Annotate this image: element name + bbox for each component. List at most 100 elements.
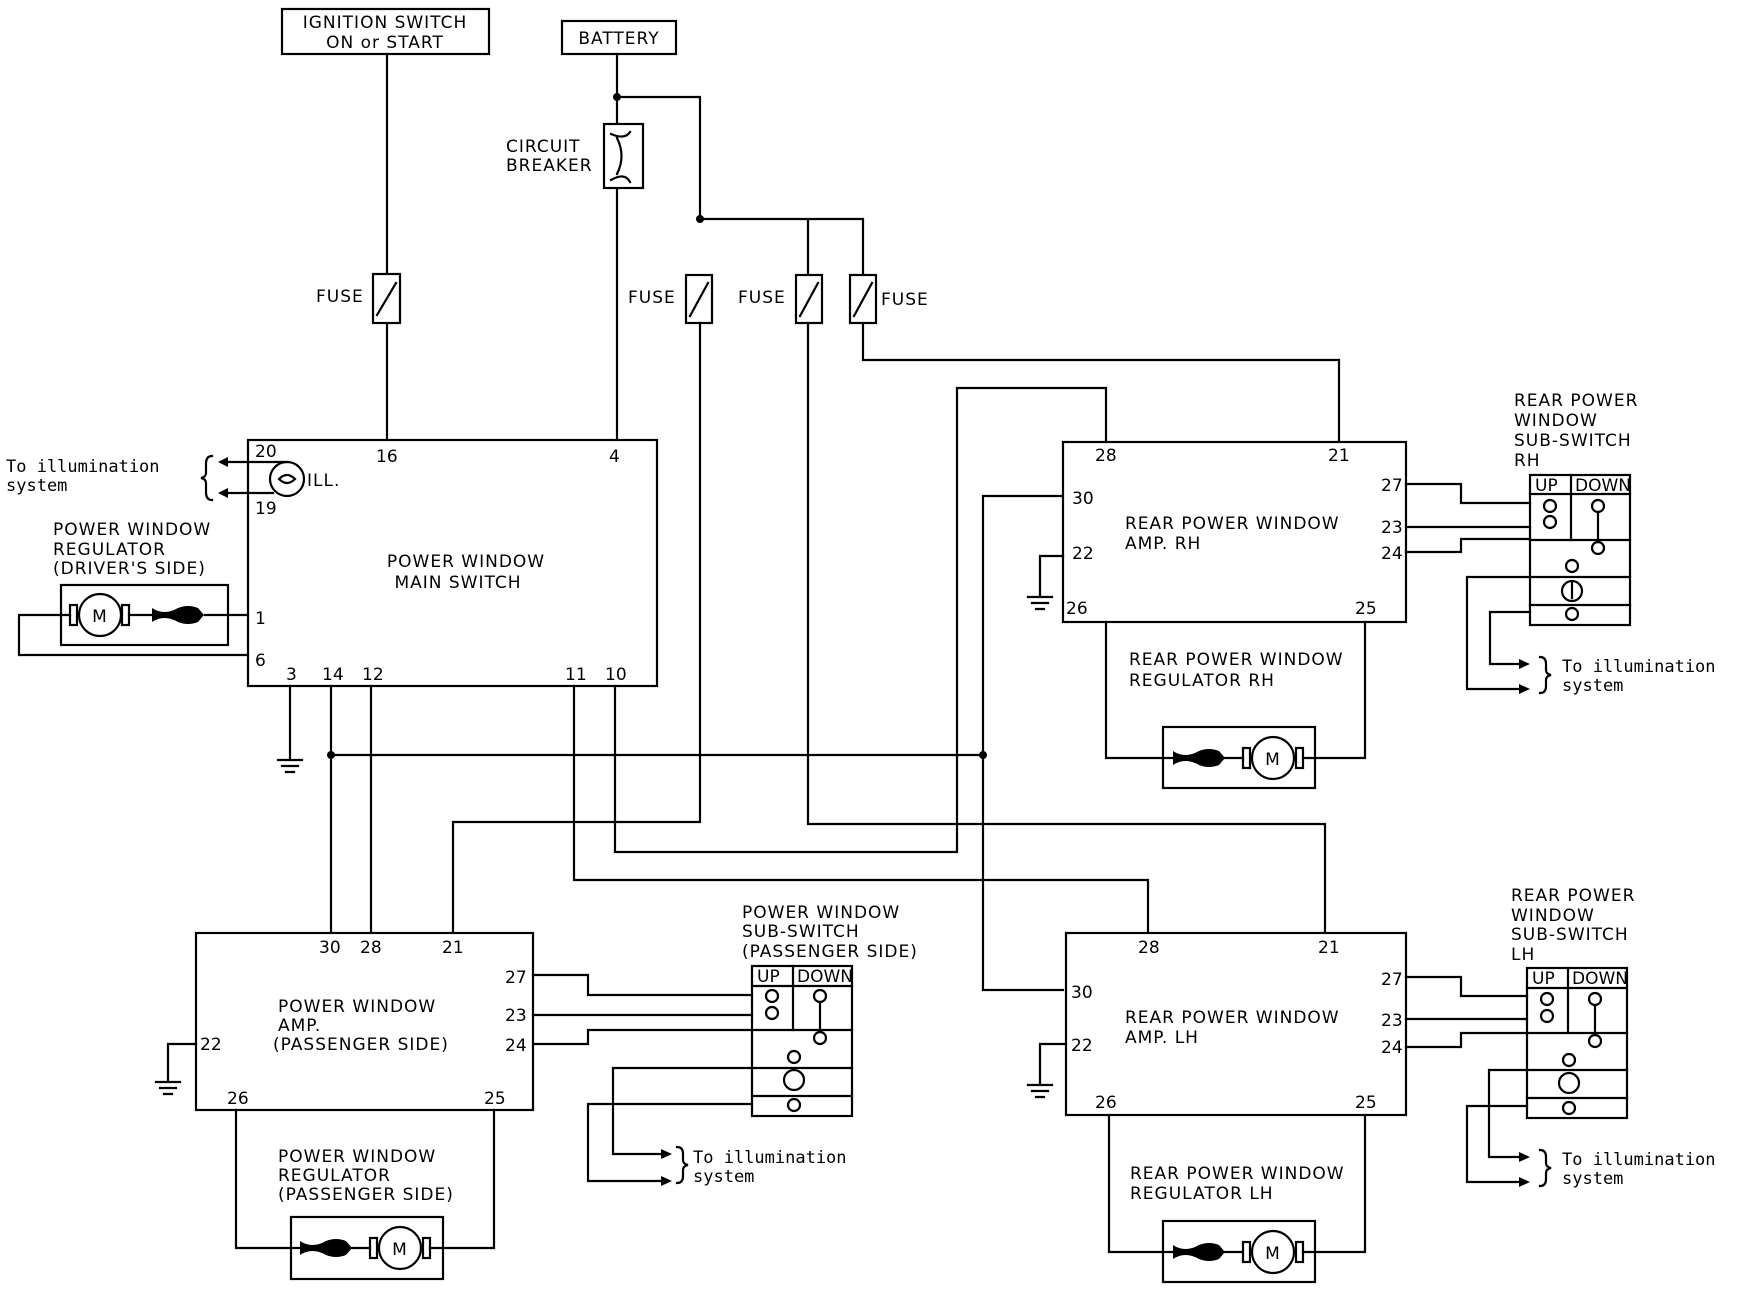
diagram-label: UP	[1535, 476, 1558, 496]
diagram-label: UP	[1532, 969, 1555, 989]
diagram-label: REGULATOR	[278, 1166, 391, 1186]
diagram-label: To illumination	[1562, 657, 1716, 677]
passenger-subswitch: POWER WINDOW SUB-SWITCH (PASSENGER SIDE)…	[742, 903, 918, 1118]
diagram-label: POWER WINDOW	[387, 552, 545, 572]
diagram-label: SUB-SWITCH	[1511, 925, 1629, 945]
diagram-label: 12	[362, 665, 384, 685]
diagram-label: 27	[1381, 970, 1403, 990]
rear-amp-rh: REAR POWER WINDOW AMP. RH 28 21 30 22 27…	[1061, 440, 1408, 624]
diagram-label: To illumination	[1562, 1150, 1716, 1170]
diagram-label: 25	[484, 1089, 506, 1109]
diagram-label: 30	[319, 938, 341, 958]
diagram-label: REAR POWER	[1514, 391, 1638, 411]
diagram-label: 11	[565, 665, 587, 685]
diagram-label: 28	[1138, 938, 1160, 958]
diagram-label: 25	[1355, 1093, 1377, 1113]
diagram-label: 21	[1328, 446, 1350, 466]
battery: BATTERY	[560, 19, 678, 56]
diagram-label: 24	[1381, 1038, 1403, 1058]
diagram-label: (PASSENGER SIDE)	[278, 1185, 454, 1205]
diagram-label: 4	[609, 447, 620, 467]
diagram-label: 30	[1071, 983, 1093, 1003]
diagram-label: SUB-SWITCH	[1514, 431, 1632, 451]
diagram-label: ILL.	[307, 471, 340, 491]
diagram-label: 23	[505, 1006, 527, 1026]
diagram-label: 22	[1071, 1036, 1093, 1056]
diagram-label: LH	[1511, 945, 1535, 965]
diagram-label: REAR POWER WINDOW	[1130, 1164, 1345, 1184]
diagram-label: M	[1265, 750, 1281, 770]
diagram-label: DOWN	[797, 967, 853, 987]
diagram-label: 22	[1072, 544, 1094, 564]
diagram-label: REGULATOR LH	[1130, 1184, 1274, 1204]
diagram-label: 19	[255, 499, 277, 519]
diagram-label: system	[693, 1167, 754, 1187]
diagram-label: WINDOW	[1511, 906, 1595, 926]
passenger-amp: POWER WINDOW AMP. (PASSENGER SIDE) 30 28…	[194, 931, 535, 1112]
diagram-label: RH	[1514, 451, 1541, 471]
diagram-label: AMP.	[278, 1016, 321, 1036]
diagram-label: 27	[505, 968, 527, 988]
diagram-label: 23	[1381, 1011, 1403, 1031]
diagram-label: REGULATOR	[53, 540, 166, 560]
passenger-regulator: POWER WINDOW REGULATOR (PASSENGER SIDE) …	[234, 1108, 496, 1281]
diagram-label: 27	[1381, 476, 1403, 496]
diagram-label: REGULATOR RH	[1129, 671, 1275, 691]
diagram-label: M	[392, 1240, 408, 1260]
rear-regulator-lh: REAR POWER WINDOW REGULATOR LH M	[1107, 1113, 1367, 1284]
diagram-label: AMP. LH	[1125, 1028, 1199, 1048]
diagram-label: 21	[442, 938, 464, 958]
diagram-label: FUSE	[881, 290, 929, 310]
circuit-breaker: CIRCUIT BREAKER	[506, 122, 645, 190]
diagram-label: 21	[1318, 938, 1340, 958]
diagram-label: 16	[376, 447, 398, 467]
diagram-label: 14	[322, 665, 344, 685]
diagram-label: POWER WINDOW	[278, 997, 436, 1017]
diagram-label: POWER WINDOW	[278, 1147, 436, 1167]
diagram-label: 20	[255, 442, 277, 462]
diagram-label: REAR POWER WINDOW	[1125, 1008, 1340, 1028]
rear-subswitch-rh: REAR POWER WINDOW SUB-SWITCH RH UP DOWN	[1514, 391, 1638, 627]
diagram-label: To illumination	[6, 457, 160, 477]
diagram-label: WINDOW	[1514, 411, 1598, 431]
main-switch: POWER WINDOW MAIN SWITCH 20 16 4 19 1 6 …	[246, 438, 659, 688]
diagram-label: 3	[286, 665, 297, 685]
diagram-label: 24	[505, 1036, 527, 1056]
diagram-label: 28	[360, 938, 382, 958]
diagram-label: (PASSENGER SIDE)	[742, 942, 918, 962]
fuse-4: FUSE	[848, 273, 929, 325]
diagram-label: (PASSENGER SIDE)	[273, 1035, 449, 1055]
diagram-label: 23	[1381, 518, 1403, 538]
fuse-2: FUSE	[628, 273, 714, 325]
diagram-label: REAR POWER	[1511, 886, 1635, 906]
diagram-label: 6	[255, 651, 266, 671]
diagram-label: POWER WINDOW	[742, 903, 900, 923]
diagram-label: system	[1562, 1169, 1623, 1189]
diagram-label: UP	[757, 967, 780, 987]
ignition-switch: IGNITION SWITCH ON or START	[280, 7, 491, 56]
diagram-label: 26	[1066, 599, 1088, 619]
fuse-ignition: FUSE	[316, 272, 402, 325]
diagram-label: To illumination	[693, 1148, 847, 1168]
diagram-label: 30	[1072, 489, 1094, 509]
diagram-label: 1	[255, 609, 266, 629]
rear-regulator-rh: REAR POWER WINDOW REGULATOR RH M	[1104, 620, 1367, 790]
diagram-label: 28	[1095, 446, 1117, 466]
diagram-label: 26	[1095, 1093, 1117, 1113]
diagram-label: 22	[200, 1035, 222, 1055]
diagram-label: MAIN SWITCH	[394, 573, 521, 593]
driver-regulator: POWER WINDOW REGULATOR (DRIVER'S SIDE) M	[17, 520, 250, 657]
diagram-label: IGNITION SWITCH	[303, 13, 467, 33]
diagram-label: SUB-SWITCH	[742, 922, 860, 942]
rear-amp-lh: REAR POWER WINDOW AMP. LH 28 21 30 22 27…	[1064, 931, 1408, 1117]
diagram-label: REAR POWER WINDOW	[1125, 514, 1340, 534]
diagram-label: DOWN	[1572, 969, 1628, 989]
diagram-label: REAR POWER WINDOW	[1129, 650, 1344, 670]
diagram-label: AMP. RH	[1125, 534, 1201, 554]
fuse-3: FUSE	[738, 273, 824, 325]
diagram-label: (DRIVER'S SIDE)	[53, 559, 206, 579]
rear-subswitch-lh: REAR POWER WINDOW SUB-SWITCH LH UP DOWN	[1511, 886, 1635, 1120]
diagram-label: FUSE	[628, 288, 676, 308]
diagram-label: BREAKER	[506, 156, 593, 176]
